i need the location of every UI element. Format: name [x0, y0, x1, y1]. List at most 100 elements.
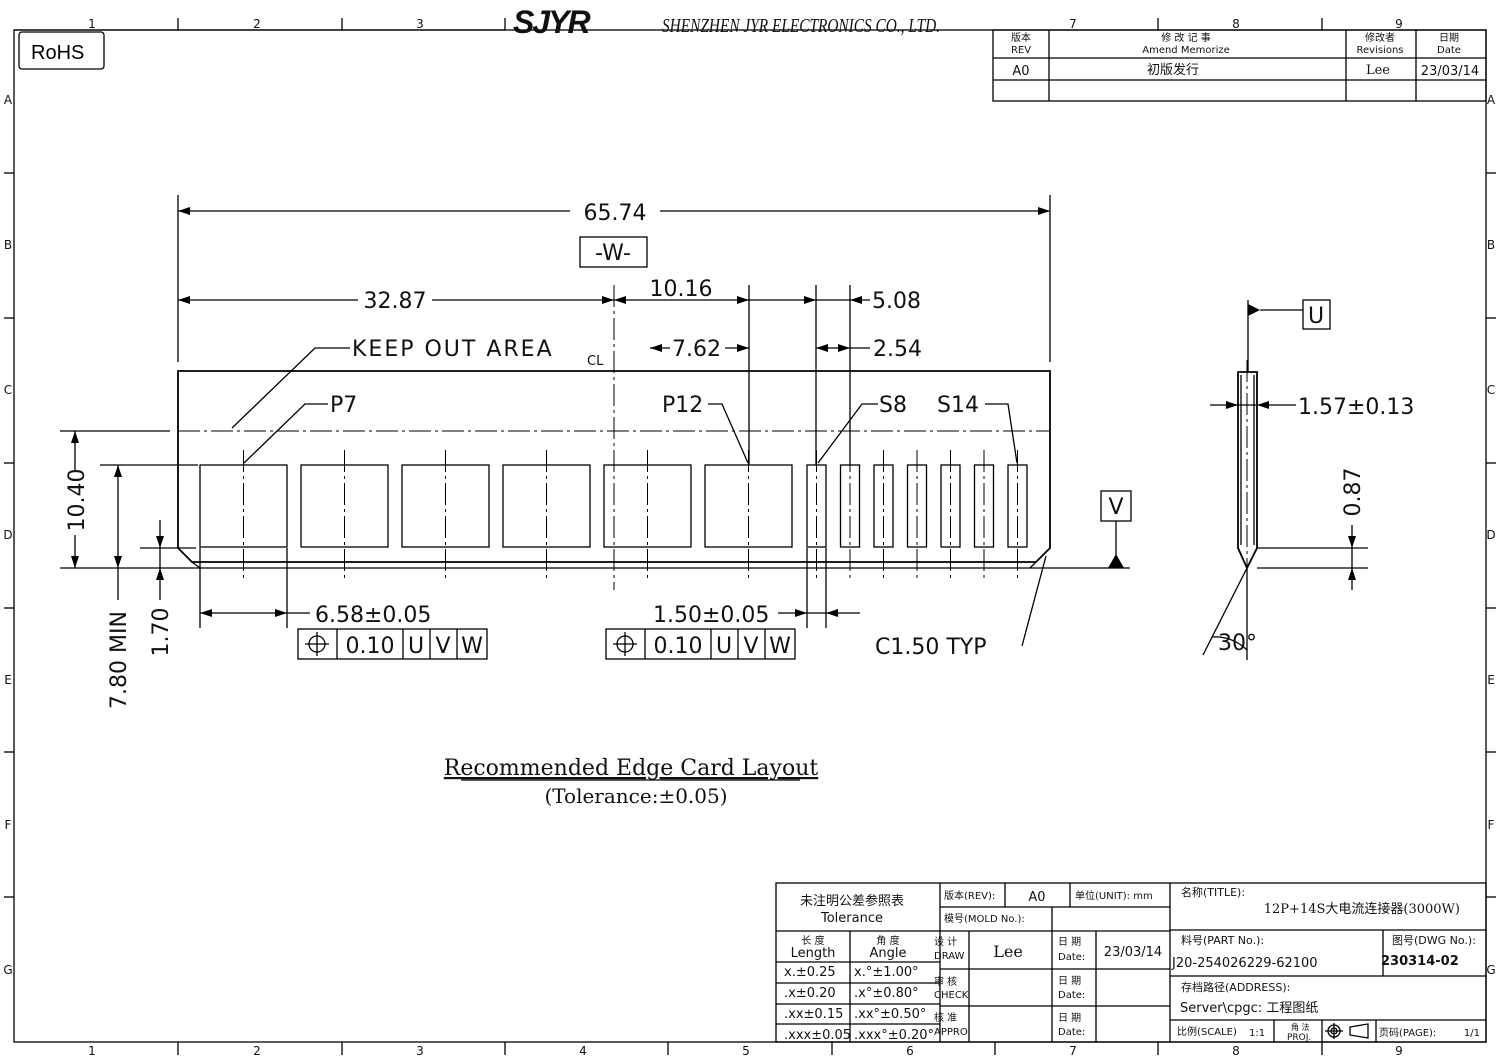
zone-col-7: 7 [1069, 17, 1077, 31]
rev-header-en: REV [1011, 45, 1031, 56]
draw-label-cn: 设 计 [934, 935, 957, 948]
projection-symbol-icon [1325, 1023, 1369, 1039]
check-label-en: CHECK [934, 990, 969, 1001]
dim-2-54: 2.54 [873, 337, 922, 362]
zone-row-f-right: F [1488, 818, 1495, 832]
dim-10-16: 10.16 [650, 277, 713, 302]
rev-header-cn: 版本 [1011, 31, 1031, 44]
zone-col-2: 2 [253, 17, 261, 31]
zone-row-c: C [4, 383, 12, 397]
company-name: SHENZHEN JYR ELECTRONICS CO., LTD. [662, 15, 940, 37]
dim-1-70: 1.70 [149, 608, 174, 657]
rohs-label: RoHS [31, 42, 84, 64]
zone-row-b: B [4, 238, 12, 252]
memo-header-cn: 修 改 记 事 [1161, 31, 1211, 44]
fcf-datum-2: V [743, 634, 758, 659]
zone-row-d-right: D [1486, 528, 1495, 542]
zone-row-e: E [4, 673, 12, 687]
check-date-label-en: Date: [1058, 990, 1085, 1001]
edge-card-front-view: -W- 65.74 32.87 10.16 5.08 7.62 2.54 KEE… [60, 195, 1132, 709]
zone-col-9: 9 [1395, 17, 1403, 31]
tolerance-length-0: x.±0.25 [784, 965, 836, 980]
angle-header-cn: 角 度 [876, 934, 899, 947]
revision-date-value: 23/03/14 [1421, 64, 1479, 79]
edge-card-side-view: U 1.57±0.13 0.87 30° [1202, 299, 1414, 660]
tolerance-angle-1: .x°±0.80° [854, 986, 919, 1001]
date-header-en: Date [1437, 45, 1461, 56]
tolerance-length-1: .x±0.20 [784, 986, 836, 1001]
part-label: 料号(PART No.): [1181, 933, 1264, 947]
zone-row-f: F [5, 818, 12, 832]
dim-5-08: 5.08 [872, 289, 921, 314]
fcf-datum-3: W [769, 634, 791, 659]
zone-col-9-bottom: 9 [1395, 1044, 1403, 1058]
zone-col-8-bottom: 8 [1232, 1044, 1240, 1058]
dim-signal-pad-width: 1.50±0.05 [653, 603, 769, 628]
tolerance-angle-2: .xx°±0.50° [854, 1007, 926, 1022]
dim-7-80-min: 7.80 MIN [107, 611, 132, 709]
archive-address: Server\cpgc: 工程图纸 [1180, 1001, 1318, 1016]
fcf-datum-1: U [408, 634, 424, 659]
datum-w: -W- [595, 241, 631, 266]
dim-overall-width: 65.74 [584, 201, 647, 226]
zone-row-g-right: G [1486, 963, 1495, 977]
label-p7: P7 [330, 393, 357, 418]
tolerance-angle-0: x.°±1.00° [854, 965, 919, 980]
label-s8: S8 [879, 393, 907, 418]
label-s14: S14 [937, 393, 979, 418]
appro-label-en: APPRO [934, 1027, 968, 1038]
proj-label-en: PROJ. [1287, 1033, 1311, 1043]
mold-label: 模号(MOLD No.): [944, 913, 1025, 925]
zone-row-g: G [3, 963, 12, 977]
zone-col-1-bottom: 1 [88, 1044, 96, 1058]
dim-chamfer: C1.50 TYP [875, 635, 986, 660]
page-label: 页码(PAGE): [1379, 1027, 1436, 1039]
zone-row-e-right: E [1487, 673, 1495, 687]
angle-header-en: Angle [870, 946, 907, 961]
zone-row-b-right: B [1487, 238, 1495, 252]
tolerance-title-en: Tolerance [820, 911, 883, 926]
draw-date: 23/03/14 [1104, 945, 1162, 960]
memo-header-en: Amend Memorize [1142, 45, 1230, 56]
zone-col-1: 1 [88, 17, 96, 31]
rev-value: A0 [1012, 64, 1029, 79]
draw-date-label-cn: 日 期 [1058, 936, 1081, 948]
address-label: 存档路径(ADDRESS): [1181, 980, 1290, 994]
dim-half-width: 32.87 [364, 289, 427, 314]
drawing-title: 12P+14S大电流连接器(3000W) [1264, 901, 1460, 917]
appro-date-label-en: Date: [1058, 1027, 1085, 1038]
zone-col-3: 3 [416, 17, 424, 31]
proj-label-cn: 角 法 [1291, 1022, 1310, 1032]
tolerance-angle-3: .xxx°±0.20° [854, 1028, 934, 1043]
company-logo: SJYR [513, 4, 590, 40]
scale-value: 1:1 [1249, 1028, 1265, 1039]
fcf-tolerance: 0.10 [654, 634, 703, 659]
zone-row-a: A [4, 93, 13, 107]
fcf-datum-1: U [716, 634, 732, 659]
appro-date-label-cn: 日 期 [1058, 1012, 1081, 1024]
zone-row-c-right: C [1487, 383, 1495, 397]
fcf-datum-2: V [435, 634, 450, 659]
draw-label-en: DRAW [934, 951, 965, 962]
zone-col-5-bottom: 5 [742, 1044, 750, 1058]
rev-label: 版本(REV): [944, 889, 995, 902]
drawn-by: Lee [993, 942, 1023, 961]
fcf-tolerance: 0.10 [346, 634, 395, 659]
drawing-tolerance: (Tolerance:±0.05) [544, 784, 727, 808]
dwg-label: 图号(DWG No.): [1392, 934, 1476, 947]
length-header-cn: 长 度 [801, 934, 824, 947]
by-header-en: Revisions [1356, 45, 1403, 56]
rev-value: A0 [1028, 890, 1045, 905]
dim-0-87: 0.87 [1341, 468, 1366, 517]
zone-col-8: 8 [1232, 17, 1240, 31]
scale-label: 比例(SCALE) [1177, 1025, 1237, 1038]
zone-row-a-right: A [1487, 93, 1496, 107]
title-label: 名称(TITLE): [1181, 885, 1245, 899]
draw-date-label-en: Date: [1058, 952, 1085, 963]
tolerance-length-3: .xxx±0.05 [784, 1028, 851, 1043]
title-block: 未注明公差参照表 Tolerance 长 度 Length 角 度 Angle … [775, 882, 1487, 1043]
by-header-cn: 修改者 [1365, 31, 1395, 44]
dim-thickness: 1.57±0.13 [1298, 395, 1414, 420]
dim-10-40: 10.40 [65, 469, 90, 532]
